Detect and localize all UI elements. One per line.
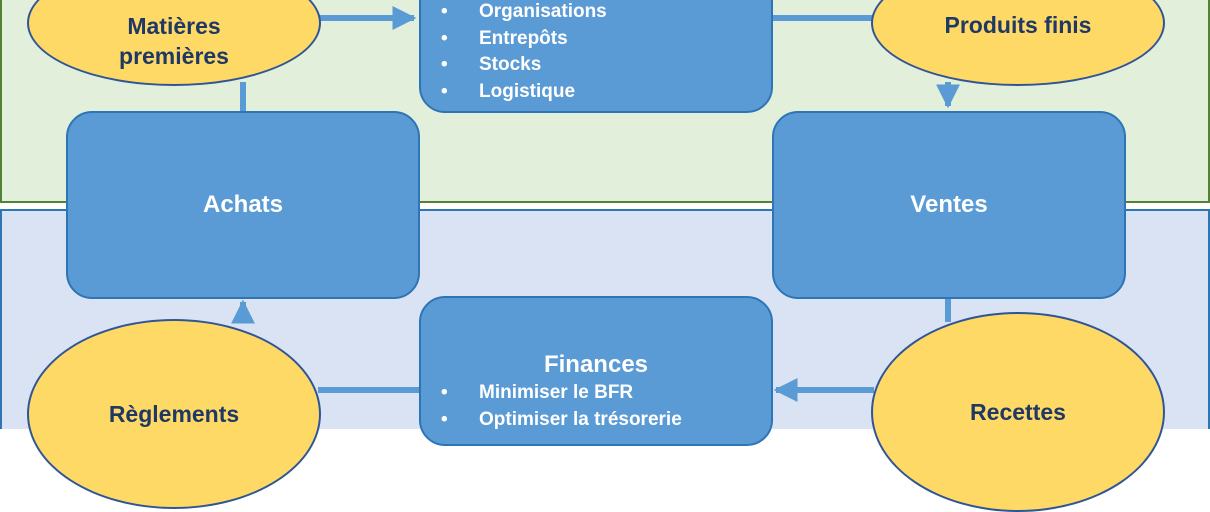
matieres-premieres-label: Matières premières [119, 13, 229, 69]
achats-label: Achats [202, 191, 284, 218]
logistics-list: Organisations Entrepôts Stocks Logistiqu… [421, 0, 607, 105]
logistics-item: Entrepôts [421, 26, 607, 53]
finances-title: Finances [543, 351, 649, 378]
achats-box: Achats [66, 111, 420, 299]
logistics-item: Stocks [421, 52, 607, 79]
logistics-box: Organisations Entrepôts Stocks Logistiqu… [419, 0, 773, 113]
recettes-ellipse: Recettes [871, 312, 1165, 512]
reglements-ellipse: Règlements [27, 319, 321, 509]
recettes-label: Recettes [970, 399, 1066, 425]
finances-item: Optimiser la trésorerie [421, 407, 771, 434]
logistics-item: Logistique [421, 79, 607, 106]
flow-arrows [231, 6, 960, 402]
produits-finis-label: Produits finis [944, 12, 1092, 38]
ventes-label: Ventes [910, 191, 988, 218]
finances-item: Minimiser le BFR [421, 380, 771, 407]
reglements-label: Règlements [108, 401, 240, 427]
ventes-box: Ventes [772, 111, 1126, 299]
logistics-item: Organisations [421, 0, 607, 26]
finances-list: Minimiser le BFR Optimiser la trésorerie [421, 380, 771, 433]
finances-box: Finances Minimiser le BFR Optimiser la t… [419, 296, 773, 446]
